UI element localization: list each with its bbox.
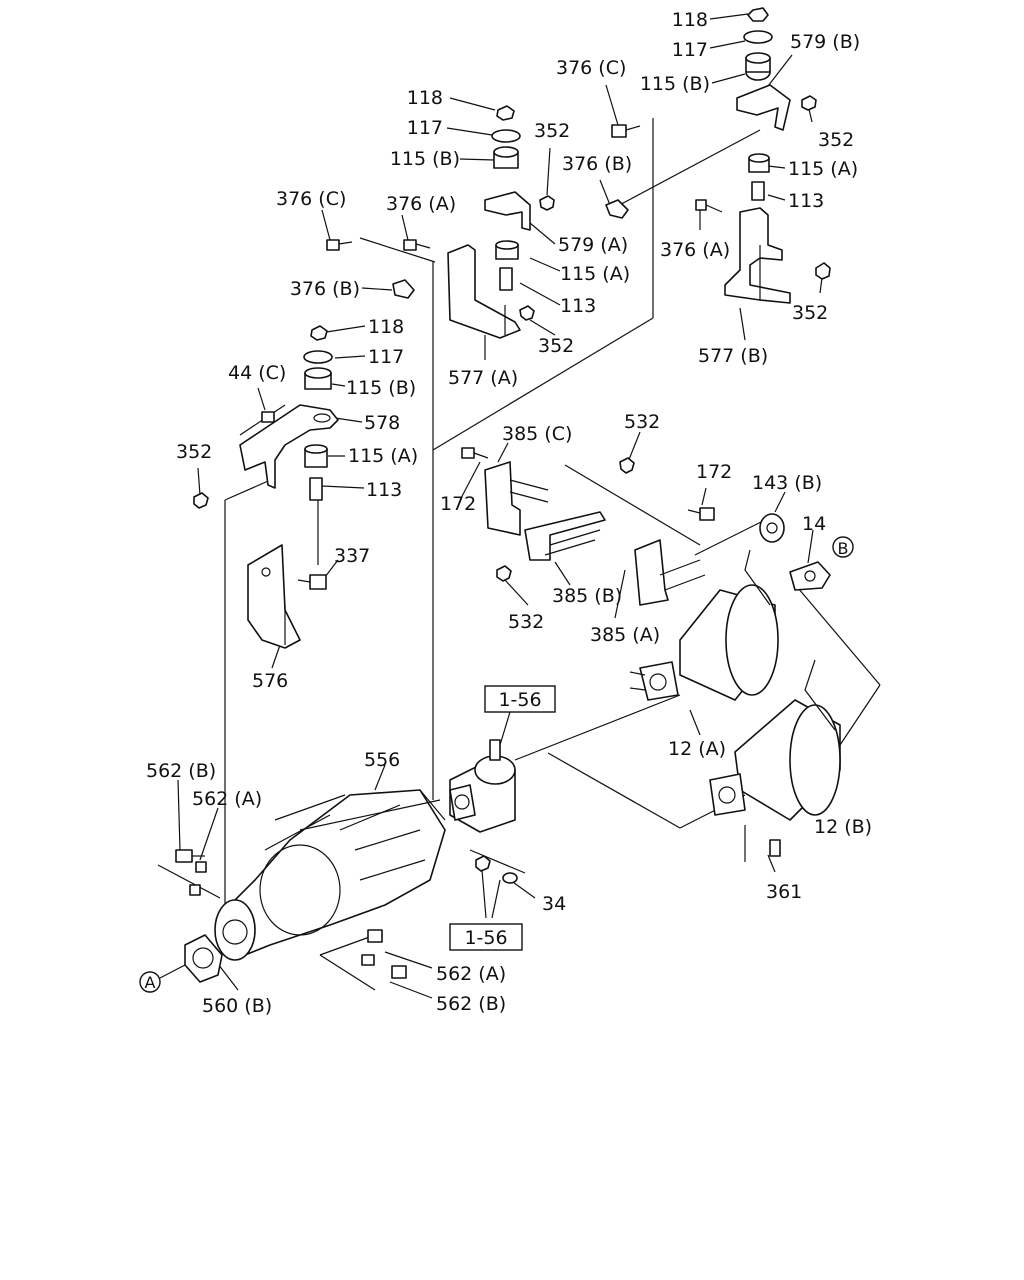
ref-box-1-56-top xyxy=(484,685,556,713)
clamp-143b xyxy=(759,513,785,543)
label-562a-bottom: 562 (A) xyxy=(436,963,506,985)
label-532-bottom: 532 xyxy=(508,611,544,633)
ref-box-1-56-bottom xyxy=(449,923,523,951)
label-352-left: 352 xyxy=(176,441,212,463)
label-ref-a: A xyxy=(145,973,156,992)
label-115a-right: 115 (A) xyxy=(788,158,858,180)
part-labels: 118 117 579 (B) 376 (C) 115 (B) 352 376 … xyxy=(139,9,872,1017)
label-385b: 385 (B) xyxy=(552,585,622,607)
label-ref-b: B xyxy=(838,539,849,558)
dpd-converter xyxy=(214,789,446,961)
label-1-56-bottom: 1-56 xyxy=(464,927,507,949)
muffler-b xyxy=(709,659,841,857)
label-113-right: 113 xyxy=(788,190,824,212)
label-562b-bottom: 562 (B) xyxy=(436,993,506,1015)
exhaust-brake-unit xyxy=(449,739,518,884)
label-376a-right: 376 (A) xyxy=(660,239,730,261)
muffler-a xyxy=(629,549,779,701)
ref-a-marker xyxy=(139,971,161,993)
label-352-middle-2: 352 xyxy=(538,335,574,357)
label-118-top: 118 xyxy=(672,9,708,31)
label-44c: 44 (C) xyxy=(228,362,286,384)
label-352-right-1: 352 xyxy=(818,129,854,151)
muffler-brackets xyxy=(461,447,715,606)
label-172-right: 172 xyxy=(696,461,732,483)
label-577a: 577 (A) xyxy=(448,367,518,389)
label-12a: 12 (A) xyxy=(668,738,726,760)
label-562a-top: 562 (A) xyxy=(192,788,262,810)
label-117-left: 117 xyxy=(368,346,404,368)
label-34: 34 xyxy=(542,893,566,915)
label-385c: 385 (C) xyxy=(502,423,572,445)
label-118-middle: 118 xyxy=(407,87,443,109)
leader-lines xyxy=(157,13,881,999)
label-376a-left: 376 (A) xyxy=(386,193,456,215)
label-117-middle: 117 xyxy=(407,117,443,139)
label-556: 556 xyxy=(364,749,400,771)
label-1-56-top: 1-56 xyxy=(498,689,541,711)
ref-b-marker xyxy=(832,536,854,558)
label-361: 361 xyxy=(766,881,802,903)
label-376c-left: 376 (C) xyxy=(276,188,346,210)
label-576: 576 xyxy=(252,670,288,692)
label-376b-right: 376 (B) xyxy=(562,153,632,175)
label-579a: 579 (A) xyxy=(558,234,628,256)
label-352-middle-1: 352 xyxy=(534,120,570,142)
mount-left-assembly xyxy=(193,325,339,649)
label-577b: 577 (B) xyxy=(698,345,768,367)
mount-middle-assembly xyxy=(326,105,641,339)
label-115b-right: 115 (B) xyxy=(640,73,710,95)
label-118-left: 118 xyxy=(368,316,404,338)
label-562b-top: 562 (B) xyxy=(146,760,216,782)
label-172-left: 172 xyxy=(440,493,476,515)
label-115a-middle: 115 (A) xyxy=(560,263,630,285)
label-113-left: 113 xyxy=(366,479,402,501)
label-12b: 12 (B) xyxy=(814,816,872,838)
label-385a: 385 (A) xyxy=(590,624,660,646)
gasket-14 xyxy=(789,561,831,591)
label-115b-middle: 115 (B) xyxy=(390,148,460,170)
label-117-top: 117 xyxy=(672,39,708,61)
label-143b: 143 (B) xyxy=(752,472,822,494)
label-532-top: 532 xyxy=(624,411,660,433)
mount-right-assembly xyxy=(695,7,831,304)
label-113-middle: 113 xyxy=(560,295,596,317)
label-579b: 579 (B) xyxy=(790,31,860,53)
label-560b: 560 (B) xyxy=(202,995,272,1017)
flange-parts xyxy=(175,849,407,983)
label-352-right-2: 352 xyxy=(792,302,828,324)
label-376c-right: 376 (C) xyxy=(556,57,626,79)
label-115a-left: 115 (A) xyxy=(348,445,418,467)
label-115b-left: 115 (B) xyxy=(346,377,416,399)
label-337: 337 xyxy=(334,545,370,567)
label-14: 14 xyxy=(802,513,826,535)
label-578: 578 xyxy=(364,412,400,434)
label-376b-left: 376 (B) xyxy=(290,278,360,300)
